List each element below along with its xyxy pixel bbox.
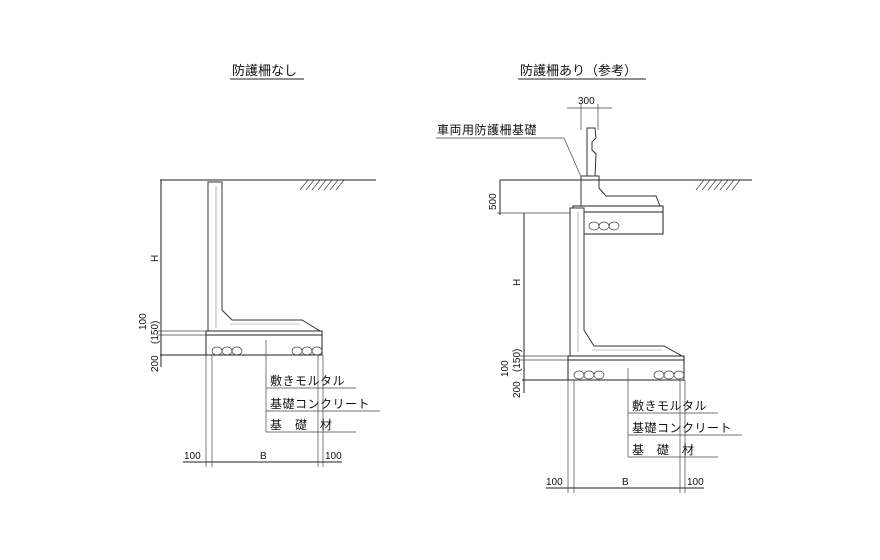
right-label-mortar: 敷きモルタル <box>632 398 707 413</box>
right-dim-b: B <box>622 477 629 488</box>
right-guard-post <box>586 127 597 177</box>
right-dim-bottom-right: 100 <box>687 477 704 488</box>
left-concrete-layer <box>205 334 323 356</box>
left-drawing: 防護柵なし <box>138 63 380 467</box>
left-mortar-layer <box>205 330 323 336</box>
right-wall-body <box>569 207 684 357</box>
left-title: 防護柵なし <box>232 63 297 79</box>
right-upper-concrete <box>572 211 664 235</box>
left-dim-150: (150) <box>150 321 161 344</box>
right-ground-hatch <box>695 179 741 191</box>
right-mortar-layer <box>567 355 685 361</box>
right-drawing: 防護柵あり（参考） 300 車両用防護柵基礎 500 <box>436 63 752 493</box>
right-dim-200: 200 <box>512 381 523 398</box>
left-dim-bottom-left: 100 <box>184 451 201 462</box>
left-dim-bottom-right: 100 <box>325 451 342 462</box>
right-dim-bottom-left: 100 <box>546 477 563 488</box>
right-base-gravel <box>573 370 685 380</box>
right-label-guard-foundation: 車両用防護柵基礎 <box>437 122 537 137</box>
left-dim-200: 200 <box>150 355 161 372</box>
left-base-gravel <box>211 346 323 356</box>
left-dim-b: B <box>260 451 267 462</box>
right-dim-500: 500 <box>488 193 499 210</box>
right-upper-slab <box>572 205 664 213</box>
right-label-base: 基 礎 材 <box>632 443 695 457</box>
right-title: 防護柵あり（参考） <box>520 63 637 79</box>
left-label-base: 基 礎 材 <box>270 418 333 432</box>
left-dim-100: 100 <box>138 313 149 330</box>
right-dim-300: 300 <box>578 96 595 107</box>
right-concrete-layer <box>567 359 685 381</box>
right-upper-gravel <box>588 221 620 231</box>
right-dim-100: 100 <box>500 360 511 377</box>
left-label-concrete: 基礎コンクリート <box>270 397 370 411</box>
left-label-mortar: 敷きモルタル <box>270 373 345 388</box>
right-dim-150: (150) <box>512 349 523 372</box>
right-label-concrete: 基礎コンクリート <box>632 421 732 435</box>
left-dim-h: H <box>150 255 161 262</box>
right-dim-h: H <box>512 279 523 286</box>
left-wall-body <box>207 181 322 332</box>
left-ground-hatch <box>299 179 345 191</box>
